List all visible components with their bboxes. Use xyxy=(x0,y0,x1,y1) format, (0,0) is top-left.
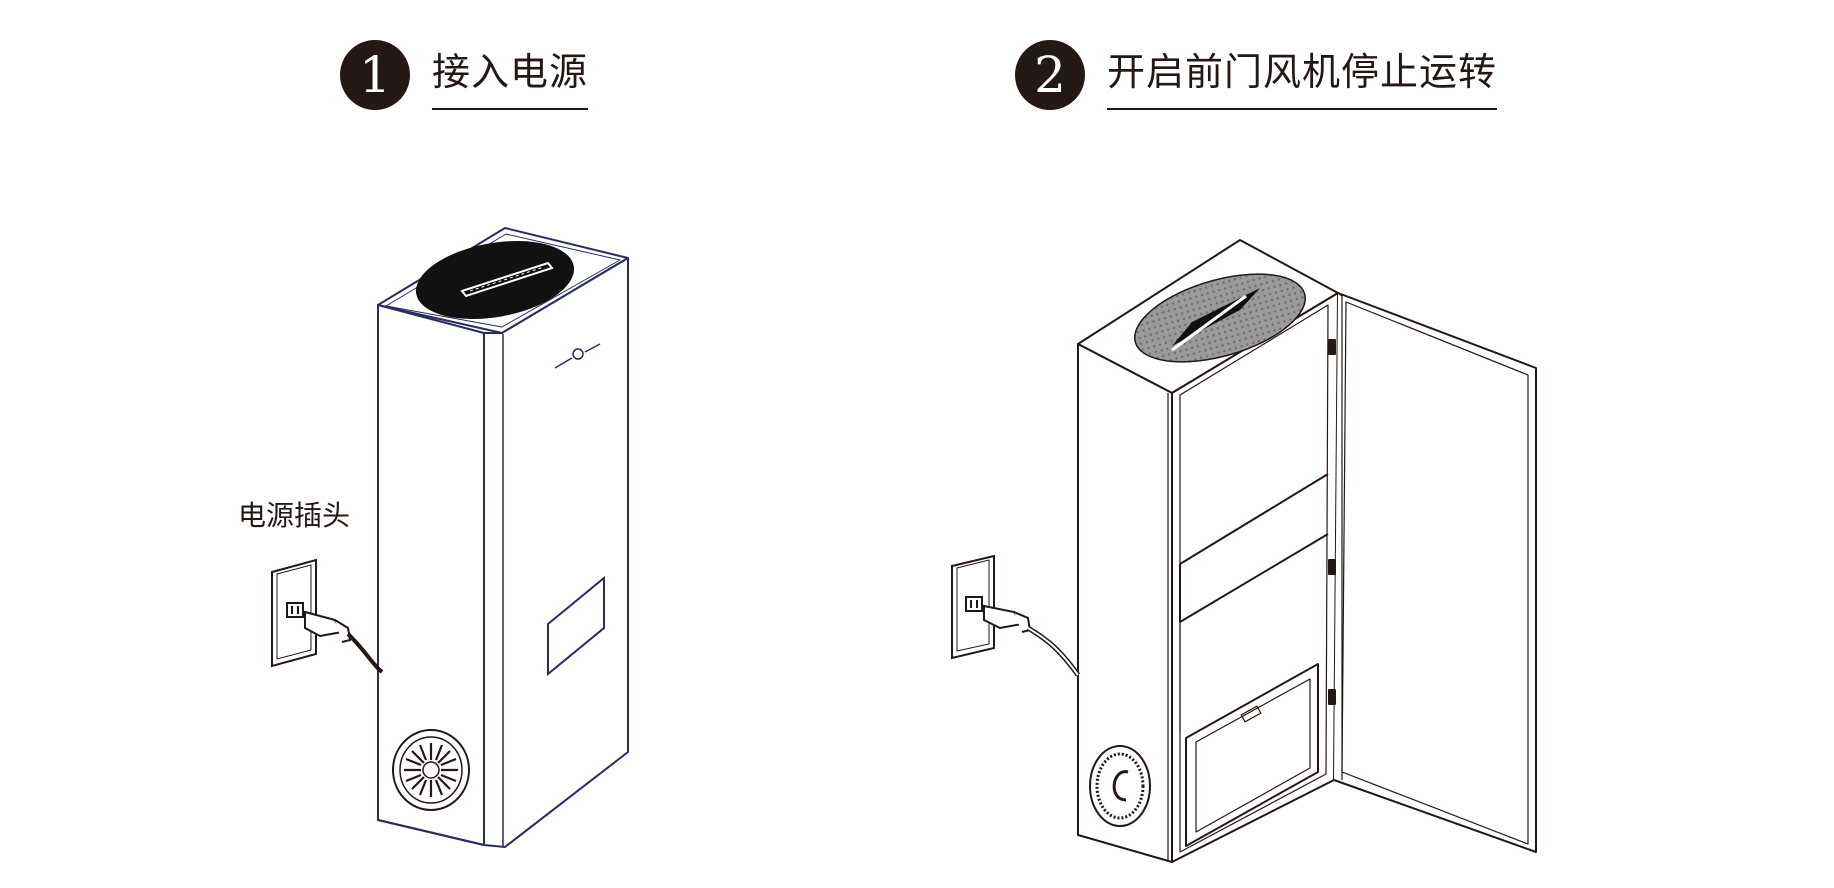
fan-grille-icon xyxy=(392,729,470,811)
brand-logo-icon xyxy=(554,343,601,369)
wall-socket xyxy=(951,554,995,660)
top-vent xyxy=(1134,273,1306,363)
power-plug-icon xyxy=(983,604,1081,677)
step-1-heading: 1 接入电源 xyxy=(340,40,589,110)
step-number-badge: 2 xyxy=(1015,40,1085,110)
side-label-panel xyxy=(547,575,605,677)
wall-socket xyxy=(271,558,317,668)
step-2-heading: 2 开启前门风机停止运转 xyxy=(1015,40,1498,110)
power-plug-label: 电源插头 xyxy=(238,499,351,532)
power-plug-icon xyxy=(304,610,384,674)
step-title: 开启前门风机停止运转 xyxy=(1107,41,1498,110)
top-vent xyxy=(415,241,575,319)
step-title: 接入电源 xyxy=(432,41,589,110)
step-number-badge: 1 xyxy=(340,40,410,110)
fan-grille-icon xyxy=(1089,745,1151,827)
